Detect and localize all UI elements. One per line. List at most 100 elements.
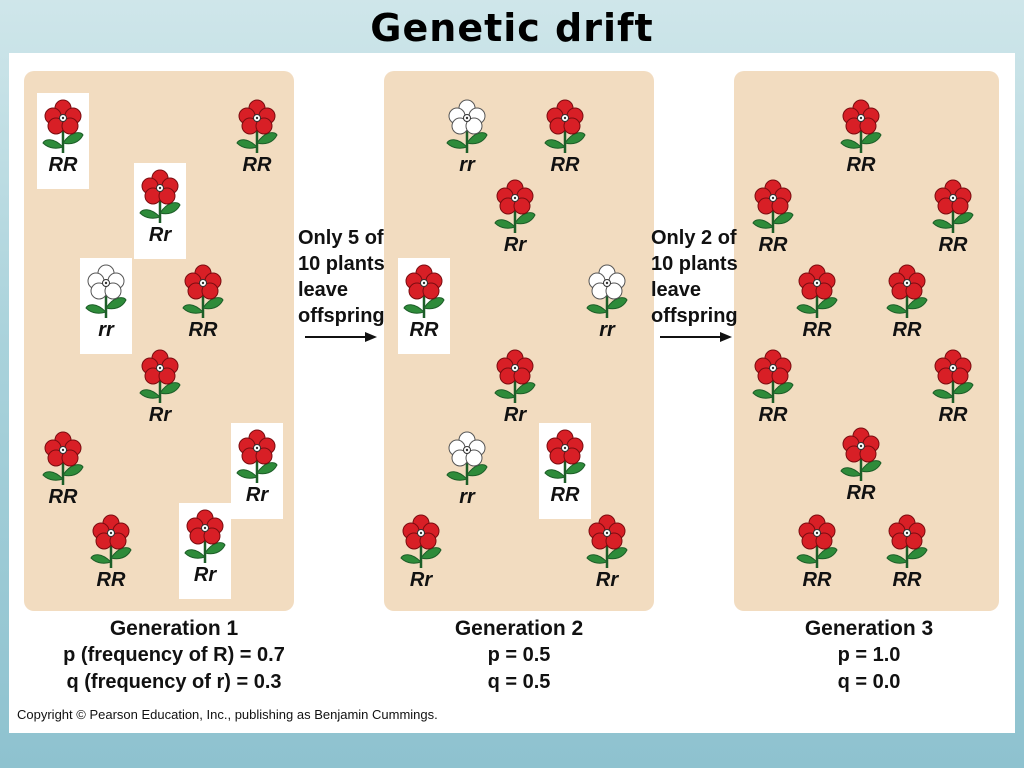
gen2-plant-9: Rr (395, 508, 447, 604)
generation-3-title: Generation 3 (804, 617, 934, 640)
genotype-label: Rr (148, 224, 172, 246)
genotype-label: RR (550, 484, 580, 506)
genotype-label: RR (892, 319, 922, 341)
genotype-label: RR (242, 154, 272, 176)
gen3-plant-2: RR (747, 173, 799, 269)
genotype-label: rr (459, 154, 475, 176)
genotype-label: RR (48, 486, 78, 508)
generation-2-p: p = 0.5 (487, 644, 551, 666)
transition-2-arrow (660, 332, 732, 342)
red-flower-icon (236, 99, 278, 153)
white-flower-icon (446, 431, 488, 485)
gen3-plant-10: RR (881, 508, 933, 604)
red-flower-icon (544, 99, 586, 153)
red-flower-icon (932, 179, 974, 233)
genotype-label: Rr (193, 564, 217, 586)
red-flower-icon (752, 349, 794, 403)
genotype-label: RR (846, 154, 876, 176)
gen3-plant-9: RR (791, 508, 843, 604)
slide-title: Genetic drift (370, 6, 654, 50)
red-flower-icon (752, 179, 794, 233)
transition-1-label: Only 5 of 10 plants leave offspring (298, 227, 385, 327)
gen1-plant-4: rr (80, 258, 132, 354)
gen3-plant-4: RR (791, 258, 843, 354)
genotype-label: RR (846, 482, 876, 504)
red-flower-icon (494, 349, 536, 403)
generation-1-title: Generation 1 (109, 617, 239, 640)
red-flower-icon (139, 349, 181, 403)
red-flower-icon (182, 264, 224, 318)
red-flower-icon (236, 429, 278, 483)
white-flower-icon (85, 264, 127, 318)
generation-1-caption: Generation 1 p (frequency of R) = 0.7 q … (59, 616, 289, 696)
transition-2-label: Only 2 of 10 plants leave offspring (651, 227, 738, 327)
generation-3-caption: Generation 3 p = 1.0 q = 0.0 (764, 616, 974, 696)
genotype-label: rr (599, 319, 615, 341)
gen1-plant-8: Rr (231, 423, 283, 519)
generation-2-q: q = 0.5 (487, 671, 551, 693)
genotype-label: RR (409, 319, 439, 341)
genotype-label: RR (188, 319, 218, 341)
genotype-label: RR (802, 569, 832, 591)
genotype-label: Rr (245, 484, 269, 506)
red-flower-icon (932, 349, 974, 403)
red-flower-icon (139, 169, 181, 223)
genotype-label: RR (802, 319, 832, 341)
gen1-plant-1: RR (37, 93, 89, 189)
gen1-plant-2: RR (231, 93, 283, 189)
generation-2-caption: Generation 2 p = 0.5 q = 0.5 (414, 616, 624, 696)
gen3-plant-7: RR (927, 343, 979, 439)
white-flower-icon (586, 264, 628, 318)
red-flower-icon (42, 431, 84, 485)
red-flower-icon (90, 514, 132, 568)
red-flower-icon (840, 427, 882, 481)
genotype-label: RR (48, 154, 78, 176)
white-flower-icon (446, 99, 488, 153)
transition-1-arrow (305, 332, 377, 342)
gen2-plant-7: rr (441, 425, 493, 521)
copyright-notice: Copyright © Pearson Education, Inc., pub… (17, 707, 438, 722)
red-flower-icon (544, 429, 586, 483)
gen2-plant-8: RR (539, 423, 591, 519)
gen1-plant-10: Rr (179, 503, 231, 599)
genotype-label: RR (758, 404, 788, 426)
gen1-plant-9: RR (85, 508, 137, 604)
red-flower-icon (586, 514, 628, 568)
genotype-label: RR (96, 569, 126, 591)
gen2-plant-6: Rr (489, 343, 541, 439)
gen3-plant-5: RR (881, 258, 933, 354)
gen3-plant-3: RR (927, 173, 979, 269)
genotype-label: Rr (148, 404, 172, 426)
genotype-label: RR (550, 154, 580, 176)
genotype-label: Rr (503, 234, 527, 256)
gen1-plant-6: Rr (134, 343, 186, 439)
generation-3-q: q = 0.0 (837, 671, 901, 693)
generation-2-title: Generation 2 (454, 617, 584, 640)
genotype-label: Rr (503, 404, 527, 426)
gen1-plant-5: RR (177, 258, 229, 354)
genotype-label: RR (938, 234, 968, 256)
red-flower-icon (184, 509, 226, 563)
red-flower-icon (42, 99, 84, 153)
genotype-label: RR (938, 404, 968, 426)
gen1-plant-3: Rr (134, 163, 186, 259)
red-flower-icon (400, 514, 442, 568)
genotype-label: rr (459, 486, 475, 508)
gen3-plant-1: RR (835, 93, 887, 189)
red-flower-icon (403, 264, 445, 318)
gen2-plant-1: rr (441, 93, 493, 189)
gen3-plant-6: RR (747, 343, 799, 439)
gen2-plant-10: Rr (581, 508, 633, 604)
gen2-plant-4: RR (398, 258, 450, 354)
red-flower-icon (886, 264, 928, 318)
generation-1-q: q (frequency of r) = 0.3 (66, 671, 282, 693)
generation-3-p: p = 1.0 (837, 644, 901, 666)
genotype-label: rr (98, 319, 114, 341)
red-flower-icon (886, 514, 928, 568)
genotype-label: RR (758, 234, 788, 256)
gen3-plant-8: RR (835, 421, 887, 517)
genotype-label: Rr (595, 569, 619, 591)
gen1-plant-7: RR (37, 425, 89, 521)
red-flower-icon (840, 99, 882, 153)
